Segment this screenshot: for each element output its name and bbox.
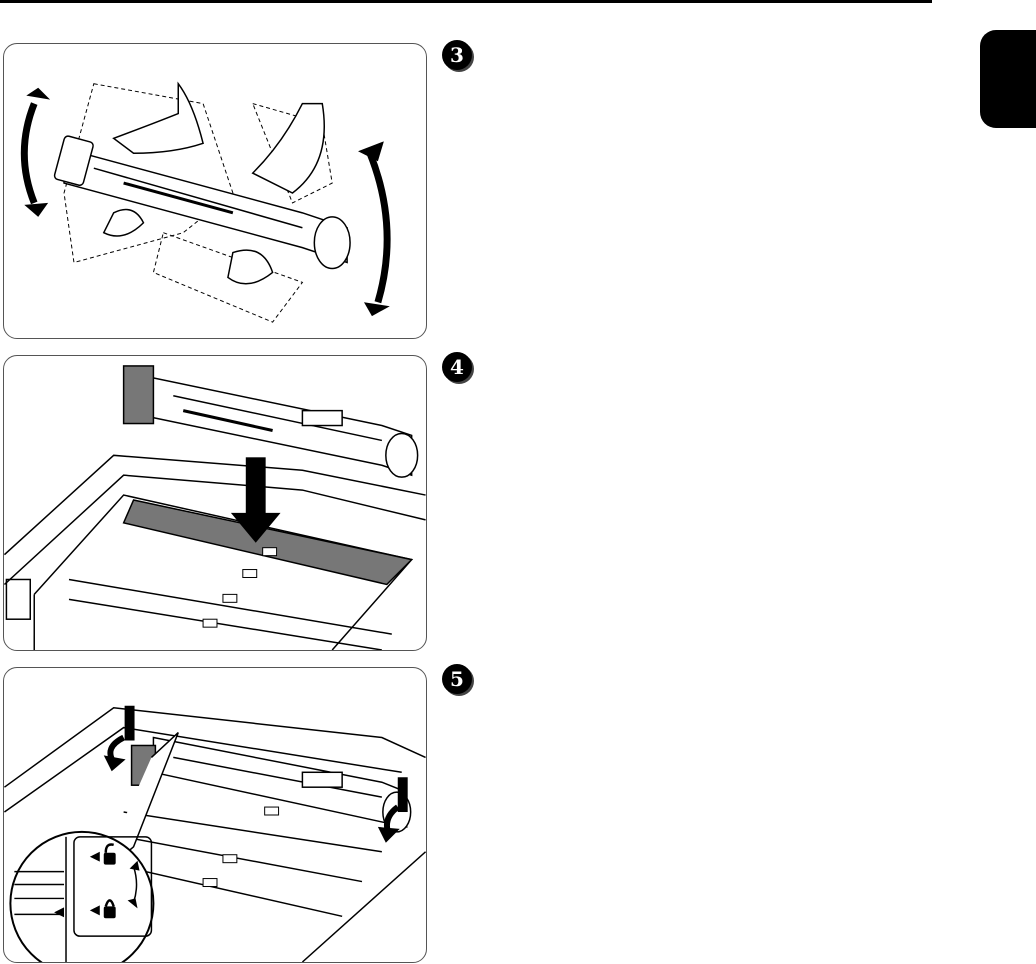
step-number-3: 3 bbox=[442, 40, 472, 70]
insert-cartridge-drawing bbox=[4, 356, 426, 650]
slot-tabs bbox=[203, 807, 278, 886]
step-number-5: 5 bbox=[442, 664, 472, 694]
highlighted-slot bbox=[124, 500, 412, 584]
chapter-tab bbox=[980, 30, 1036, 128]
curved-double-arrow-icon bbox=[24, 88, 50, 217]
illustration-lock-cartridge bbox=[3, 667, 427, 963]
lock-cartridge-drawing bbox=[4, 668, 426, 962]
toner-cartridge-icon bbox=[124, 366, 418, 477]
curved-double-arrow-icon bbox=[358, 141, 390, 316]
zoom-callout bbox=[10, 832, 153, 962]
step-number-4: 4 bbox=[442, 352, 472, 382]
illustration-shake-cartridge bbox=[3, 43, 427, 339]
slot-tabs bbox=[203, 548, 277, 627]
shake-cartridge-drawing bbox=[4, 44, 426, 338]
top-rule bbox=[0, 0, 932, 3]
illustration-insert-cartridge bbox=[3, 355, 427, 651]
